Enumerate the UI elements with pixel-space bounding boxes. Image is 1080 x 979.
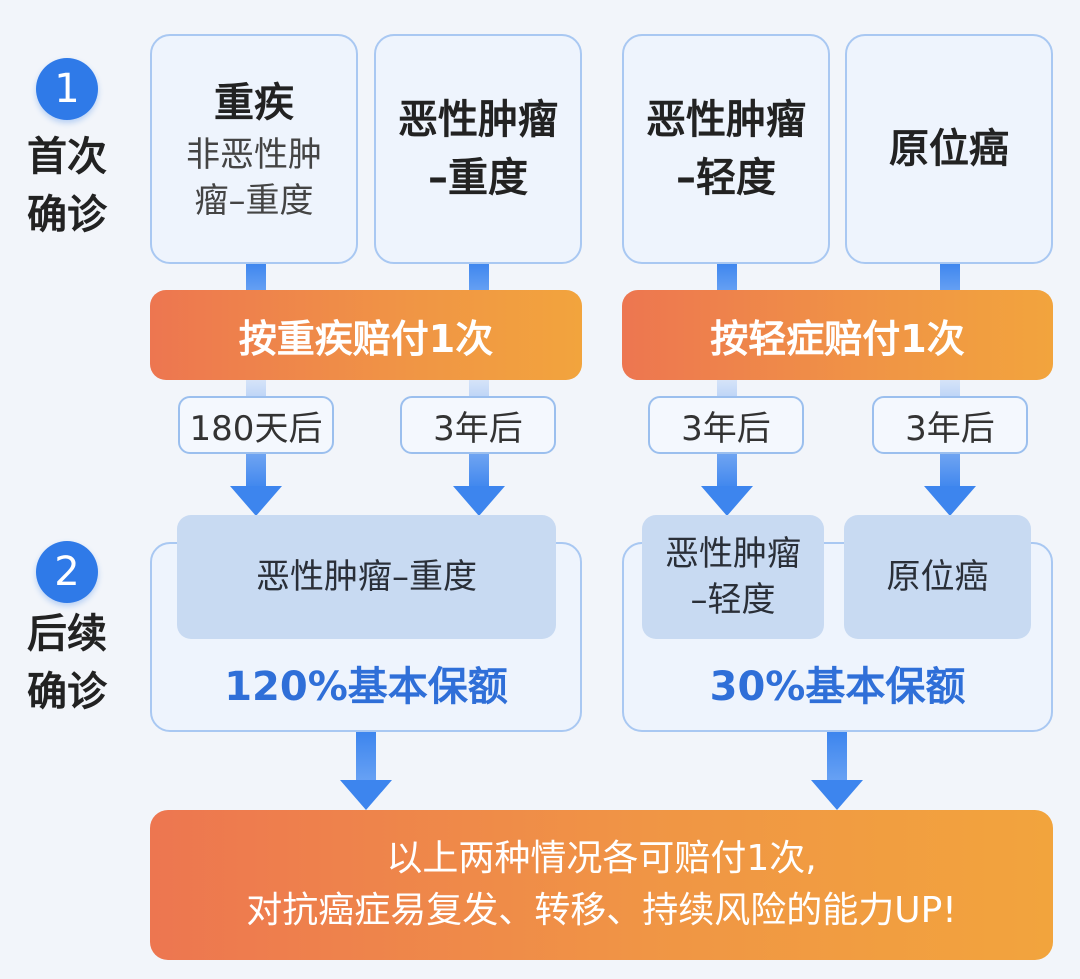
subsequent-item-line2: –轻度: [690, 580, 776, 620]
payout-bar-mild: 按轻症赔付1次: [622, 290, 1053, 380]
card-title: 原位癌: [889, 126, 1009, 172]
subsequent-item-line1: 恶性肿瘤: [665, 534, 801, 574]
payout-bar-major: 按重疾赔付1次: [150, 290, 582, 380]
connector-pipe: [940, 262, 960, 294]
waiting-period-chip: 3年后: [648, 396, 804, 454]
step-2-label-line1: 后续: [27, 611, 107, 657]
connector-pipe: [827, 732, 847, 784]
card-major-illness-non-malignant: 重疾 非恶性肿 瘤–重度: [150, 34, 358, 264]
coverage-ratio-right: 30%基本保额: [709, 664, 966, 710]
card-title-line1: 恶性肿瘤: [398, 97, 558, 143]
summary-line2: 对抗癌症易复发、转移、持续风险的能力UP!: [246, 890, 957, 931]
card-title-line2: –轻度: [676, 155, 776, 201]
down-arrow-icon: [453, 486, 505, 516]
step-2-label: 后续 确诊: [17, 605, 117, 721]
connector-pipe: [246, 262, 266, 294]
step-1-label: 首次 确诊: [17, 128, 117, 244]
down-arrow-icon: [230, 486, 282, 516]
card-subtitle-line2: 瘤–重度: [194, 181, 314, 221]
summary-line1: 以上两种情况各可赔付1次,: [386, 838, 817, 879]
down-arrow-icon: [811, 780, 863, 810]
card-subtitle-line1: 非恶性肿: [186, 135, 322, 175]
step-1-label-line2: 确诊: [27, 192, 107, 238]
card-carcinoma-in-situ: 原位癌: [845, 34, 1053, 264]
connector-pipe: [356, 732, 376, 784]
down-arrow-icon: [924, 486, 976, 516]
subsequent-item-malignant-mild: 恶性肿瘤 –轻度: [642, 515, 824, 639]
waiting-period-chip: 180天后: [178, 396, 334, 454]
subsequent-item-malignant-severe: 恶性肿瘤–重度: [177, 515, 556, 639]
connector-pipe: [469, 262, 489, 294]
card-title-line2: –重度: [428, 155, 528, 201]
step-2-badge: 2: [36, 541, 98, 603]
coverage-ratio-left: 120%基本保额: [224, 664, 508, 710]
subsequent-item-carcinoma-in-situ: 原位癌: [844, 515, 1031, 639]
card-title-line1: 恶性肿瘤: [646, 97, 806, 143]
waiting-period-chip: 3年后: [872, 396, 1028, 454]
step-1-badge: 1: [36, 58, 98, 120]
down-arrow-icon: [701, 486, 753, 516]
waiting-period-chip: 3年后: [400, 396, 556, 454]
step-1-label-line1: 首次: [27, 134, 107, 180]
connector-pipe: [717, 262, 737, 294]
summary-banner: 以上两种情况各可赔付1次, 对抗癌症易复发、转移、持续风险的能力UP!: [150, 810, 1053, 960]
card-malignant-mild: 恶性肿瘤 –轻度: [622, 34, 830, 264]
step-2-label-line2: 确诊: [27, 669, 107, 715]
card-title: 重疾: [214, 80, 294, 126]
card-malignant-severe: 恶性肿瘤 –重度: [374, 34, 582, 264]
down-arrow-icon: [340, 780, 392, 810]
